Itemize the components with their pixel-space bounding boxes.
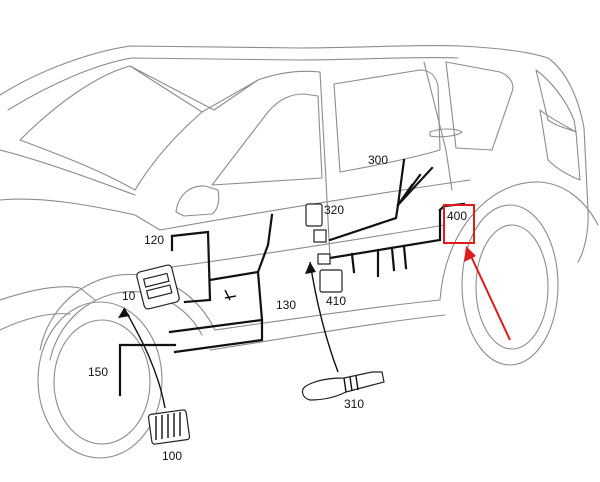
connector-320-plug <box>313 229 327 243</box>
front-bumper <box>0 286 96 301</box>
rear-rim <box>475 224 549 350</box>
assembly-arrows <box>118 261 339 409</box>
windshield <box>19 65 203 191</box>
callout-labels: 10 100 120 130 150 300 310 320 400 410 <box>88 153 467 463</box>
harness-300-trunk <box>328 203 400 242</box>
callout-400: 400 <box>447 209 467 223</box>
connector-10-pins-2 <box>145 284 173 300</box>
c-pillar <box>423 61 453 191</box>
harness-400-drop-2 <box>390 246 396 272</box>
front-bumper-2 <box>0 313 71 331</box>
callout-410: 410 <box>326 294 346 308</box>
b-pillar <box>319 71 331 261</box>
callout-150: 150 <box>88 365 108 379</box>
connector-320 <box>305 203 327 243</box>
rear-wheel-arch <box>439 181 599 301</box>
side-mirror <box>175 185 220 217</box>
roof-line <box>0 44 549 96</box>
tail-light <box>539 109 581 181</box>
arrow-310-to-410-head <box>305 262 316 274</box>
rear-hatch <box>547 57 589 263</box>
rear-quarter-window <box>445 61 514 151</box>
callout-130: 130 <box>276 298 296 312</box>
harness-130-branch-c <box>173 318 264 354</box>
harness-400-drop-4 <box>402 244 408 270</box>
front-tire <box>37 301 163 459</box>
harness-400-main <box>328 208 442 260</box>
hood-line-2 <box>0 149 136 196</box>
rear-tire <box>461 204 559 366</box>
harness-130-branch-a <box>168 270 264 334</box>
arrow-310-to-410 <box>309 261 339 373</box>
harness-130-branch-b <box>256 213 274 274</box>
front-wheel-arch-inner <box>49 291 203 361</box>
connector-410-body <box>319 269 343 293</box>
harness-300-fan-4 <box>396 183 414 207</box>
rear-door-window <box>333 69 441 173</box>
rocker-panel-2 <box>209 314 446 351</box>
rear-window <box>535 69 577 133</box>
harness-130-tap-1 <box>224 289 231 301</box>
windshield-frame <box>129 65 259 111</box>
callout-310: 310 <box>344 397 364 411</box>
grommet-310 <box>301 371 385 401</box>
front-rim <box>53 319 151 445</box>
harness-300-fan-3 <box>396 166 434 207</box>
highlight-box <box>443 204 475 244</box>
callout-300: 300 <box>368 153 388 167</box>
highlight-400 <box>443 204 511 341</box>
connector-100-body <box>147 409 191 445</box>
front-wheel-arch <box>39 273 216 351</box>
harness-150 <box>118 343 177 397</box>
a-pillar <box>201 70 321 113</box>
connector-100 <box>147 409 191 445</box>
front-door-window <box>211 93 323 186</box>
callout-10: 10 <box>122 289 136 303</box>
highlight-arrow-head <box>464 246 476 262</box>
callout-320: 320 <box>324 203 344 217</box>
connector-10-pins <box>142 272 170 288</box>
roof-line-inner <box>7 56 459 111</box>
harness-300 <box>328 158 466 278</box>
harness-400-drop-3 <box>350 252 356 274</box>
harness-130-tap-2 <box>224 295 237 299</box>
connector-320-body <box>305 203 323 227</box>
connector-10 <box>136 264 180 310</box>
connector-410-plug <box>317 253 331 265</box>
connector-410 <box>317 253 343 293</box>
connector-10-body <box>136 264 180 310</box>
callout-100: 100 <box>162 449 182 463</box>
arrow-100-to-10-head <box>118 308 130 318</box>
grommet-310-body <box>301 371 385 401</box>
rocker-panel <box>214 299 441 331</box>
car-body-outline <box>0 44 599 459</box>
harness-130 <box>118 213 274 397</box>
callout-120: 120 <box>144 233 164 247</box>
highlight-arrow-shaft <box>469 253 511 341</box>
hood-line <box>0 198 161 231</box>
door-bottom <box>149 224 446 271</box>
harness-130-main <box>170 230 212 304</box>
door-handle <box>429 128 463 138</box>
grommet-310-rings <box>343 375 359 393</box>
connector-100-ribs <box>155 412 181 440</box>
harness-300-fan-1 <box>396 158 406 207</box>
arrow-100-to-10 <box>123 307 166 409</box>
